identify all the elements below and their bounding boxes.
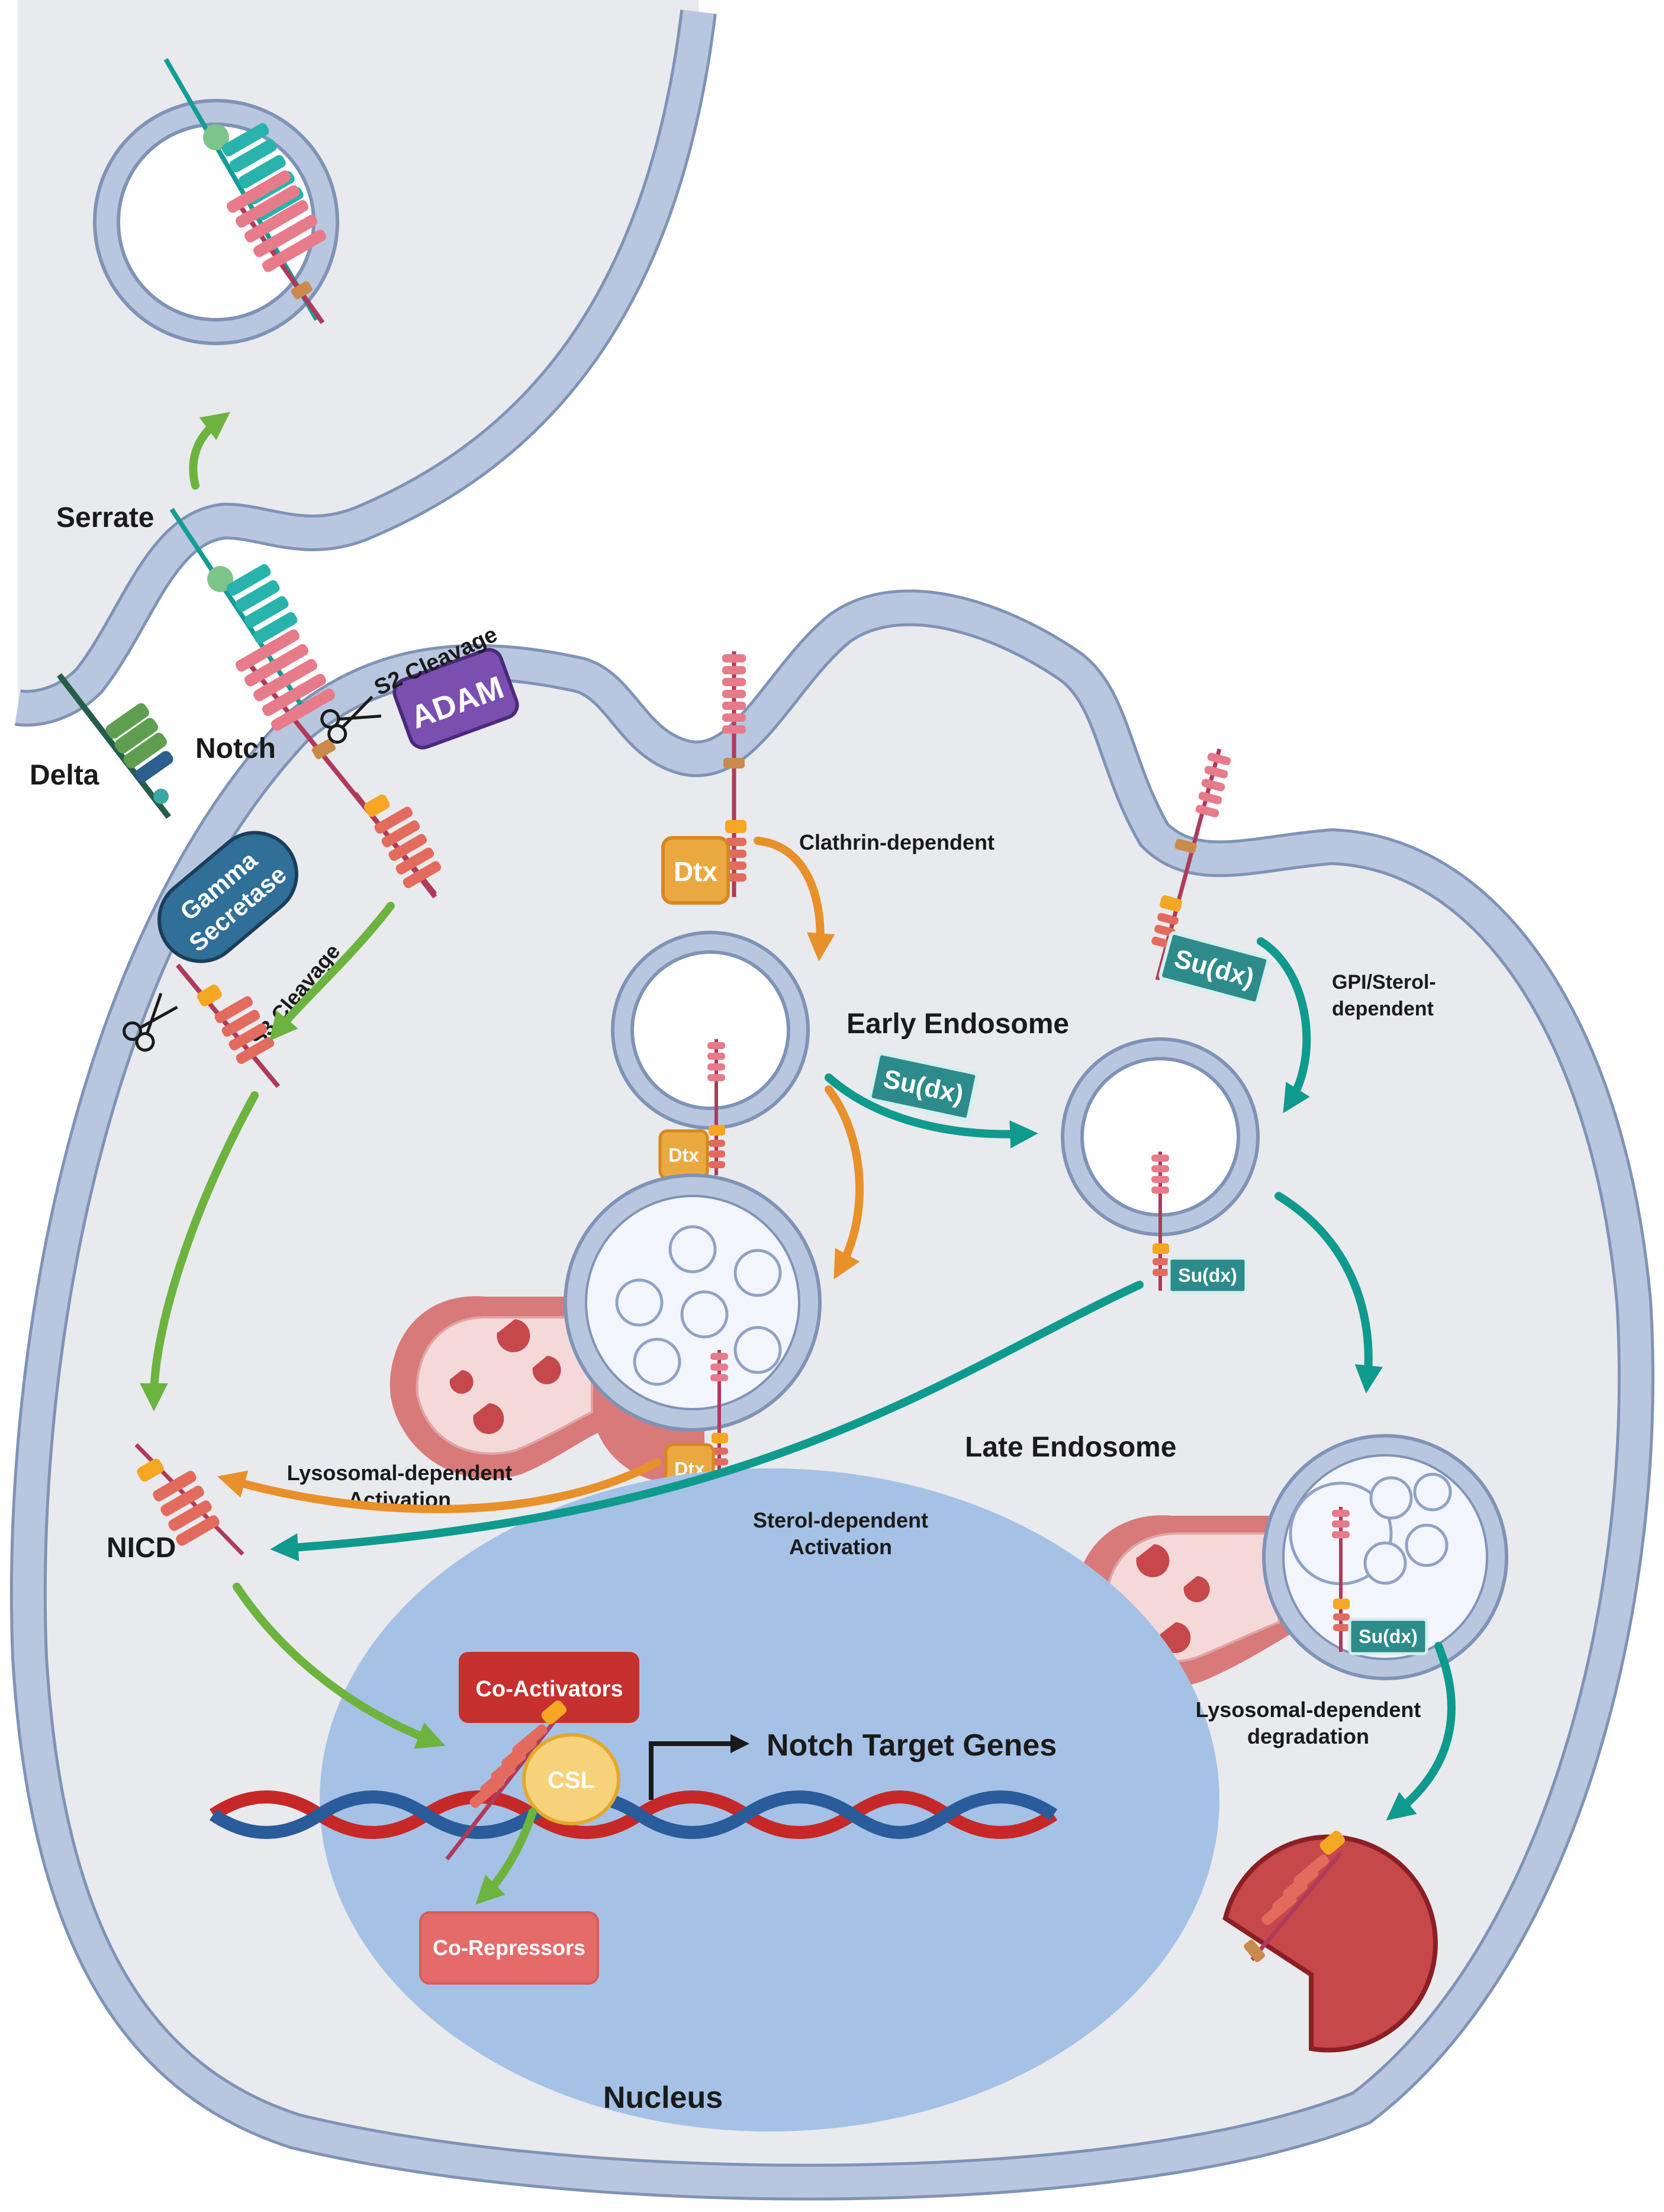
to-mvb-arrow: [825, 1085, 864, 1279]
dtx-label: Dtx: [674, 856, 718, 887]
clathrin-dependent-label: Clathrin-dependent: [799, 830, 994, 854]
delta-ligand: [57, 673, 173, 819]
ligand-receptor-complex: [163, 57, 326, 324]
dtx-label: Dtx: [668, 1144, 699, 1166]
lyso-activation-arrow: [217, 1458, 661, 1513]
mvb-lysosome-fusion-dtx: [390, 1173, 822, 1484]
nicd: [134, 1443, 244, 1556]
sterol-activation-arrow: [270, 1281, 1144, 1562]
to-late-endosome-arrow: [1274, 1192, 1383, 1394]
lysosome: [1222, 1834, 1438, 2053]
co-repressor-arrow: [475, 1808, 537, 1905]
dtx-protein: Dtx: [661, 836, 730, 905]
sudx-label: Su(dx): [1359, 1626, 1418, 1647]
scissors-icon: [320, 696, 382, 744]
dtx-protein: Dtx: [658, 1129, 709, 1180]
pathway-arrows: [140, 411, 1456, 1905]
lyso-deg-label-line2: degradation: [1247, 1724, 1369, 1748]
clathrin-arrow: [754, 837, 835, 962]
gamma-secretase: Gamma Secretase: [157, 831, 298, 963]
to-nicd-arrow: [140, 1091, 259, 1412]
nicd-label: NICD: [107, 1532, 176, 1564]
co-repressors-box: Co-Repressors: [419, 1911, 599, 1985]
csl-protein: CSL: [522, 1733, 620, 1825]
notch-target-genes-label: Notch Target Genes: [767, 1728, 1057, 1763]
sudx-to-endosome-arrow: [825, 1073, 1038, 1149]
sudx-protein: Su(dx): [868, 1052, 979, 1121]
s3-arrow: [269, 902, 395, 1041]
endocytosis-arrow: [189, 411, 231, 490]
sterol-act-label-line1: Sterol-dependent: [753, 1508, 928, 1532]
sudx-protein: Su(dx): [1158, 931, 1270, 1005]
notch-fragment-s2: [353, 792, 442, 899]
mvb-lysosome-fusion-sudx: [1075, 1434, 1508, 1687]
co-repressors-label: Co-Repressors: [433, 1936, 585, 1960]
sudx-protein: Su(dx): [1348, 1618, 1428, 1655]
dna-double-helix: [209, 1790, 1058, 1839]
gpi-arrow: [1257, 937, 1311, 1114]
serrate-notch-complex: [169, 507, 437, 896]
early-endosome-label: Early Endosome: [847, 1008, 1069, 1040]
adam-protease: ADAM: [392, 648, 519, 750]
nicd-degraded: [1244, 1831, 1345, 1962]
late-endosome-label: Late Endosome: [965, 1432, 1176, 1463]
sudx-label: Su(dx): [1178, 1265, 1237, 1286]
early-endosome-dtx: [611, 931, 810, 1175]
notch-label: Notch: [195, 733, 276, 764]
nucleus-label: Nucleus: [603, 2081, 723, 2115]
lyso-deg-label-line1: Lysosomal-dependent: [1196, 1697, 1421, 1722]
sterol-act-label-line2: Activation: [789, 1535, 892, 1559]
gpi-label-line2: dependent: [1332, 998, 1434, 1020]
notch-receptor-clathrin-pit: [722, 651, 746, 897]
early-endosome-sudx: [1061, 1037, 1260, 1291]
co-activators-box: Co-Activators: [459, 1652, 639, 1723]
to-lysosome-arrow: [1386, 1642, 1456, 1821]
nicd-on-csl: [445, 1700, 567, 1861]
lyso-act-label-line1: Lysosomal-dependent: [287, 1461, 513, 1485]
serrate-label: Serrate: [56, 502, 154, 533]
delta-label: Delta: [30, 760, 99, 791]
sudx-protein: Su(dx): [1167, 1256, 1248, 1294]
co-activators-label: Co-Activators: [475, 1677, 623, 1702]
to-nucleus-arrow: [233, 1583, 446, 1749]
scissors-icon: [123, 992, 178, 1052]
notch-fragment-s3: [175, 963, 281, 1088]
csl-label: CSL: [548, 1767, 595, 1793]
gpi-label-line1: GPI/Sterol-: [1332, 971, 1436, 994]
sending-cell: [14, 0, 717, 727]
transcription-arrow: [649, 1734, 749, 1800]
